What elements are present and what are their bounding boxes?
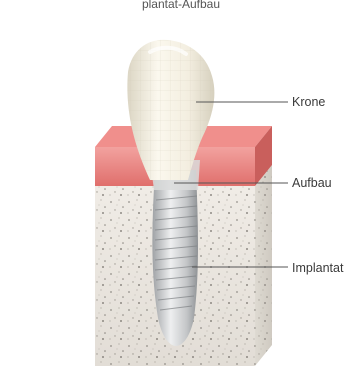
label-crown: Krone [292, 95, 325, 109]
label-implant: Implantat [292, 261, 343, 275]
label-abutment: Aufbau [292, 176, 332, 190]
